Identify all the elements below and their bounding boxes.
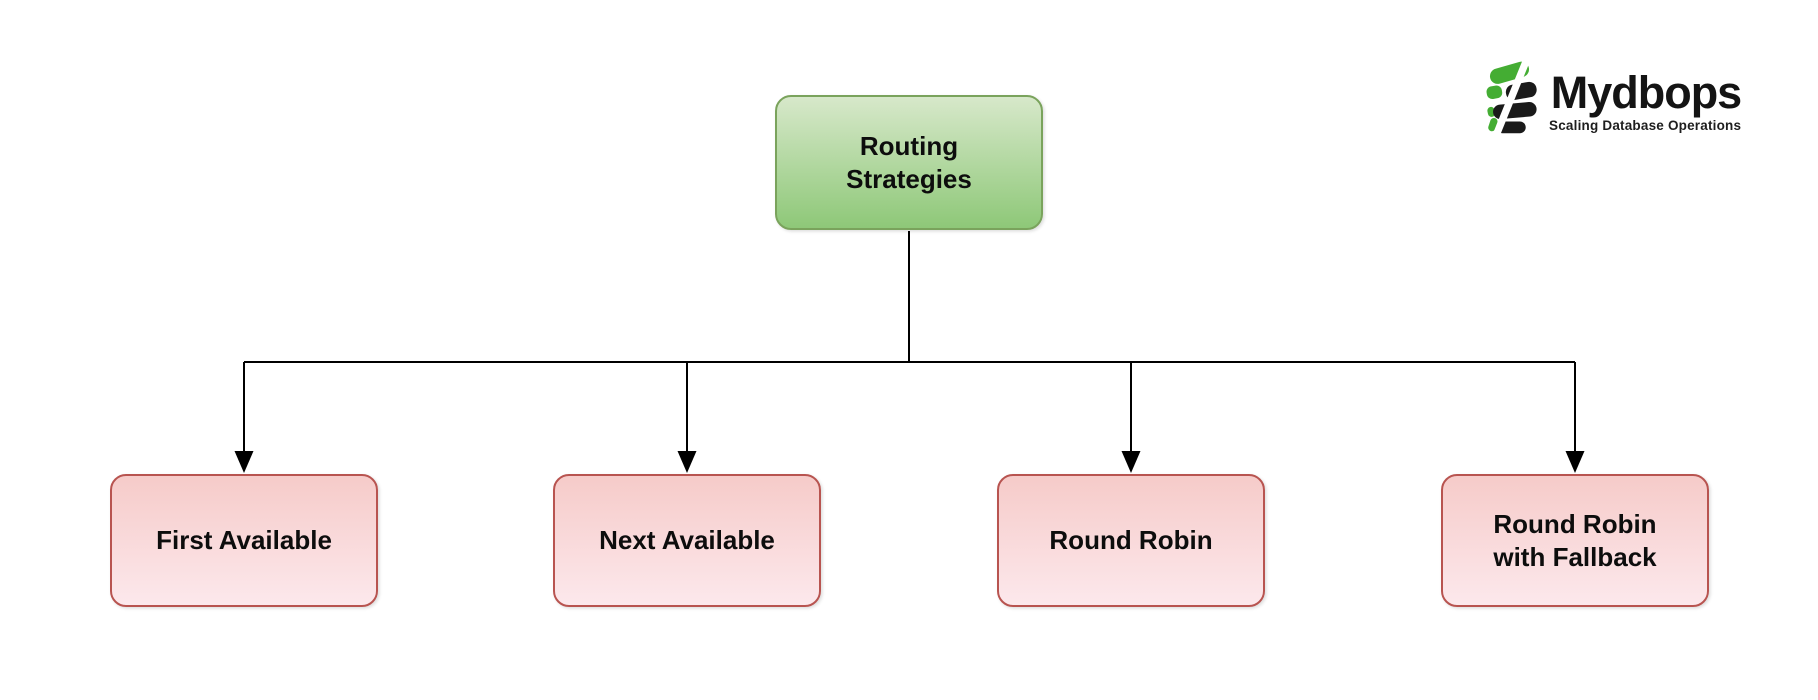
arrowhead-icon [677,451,697,473]
node-first-available: First Available [110,474,378,607]
node-round-robin-with-fallback: Round Robin with Fallback [1441,474,1709,607]
arrowhead-icon [1121,451,1141,473]
node-routing-strategies: Routing Strategies [775,95,1043,230]
arrowhead-icon [1565,451,1585,473]
node-round-robin: Round Robin [997,474,1265,607]
mydbops-logo-icon [1486,56,1537,136]
logo-brand-text: Mydbops [1550,67,1742,118]
node-next-available: Next Available [553,474,821,607]
arrowhead-icon [234,451,254,473]
mydbops-logo: Mydbops Scaling Database Operations [1482,56,1742,136]
logo-tagline: Scaling Database Operations [1549,118,1742,133]
